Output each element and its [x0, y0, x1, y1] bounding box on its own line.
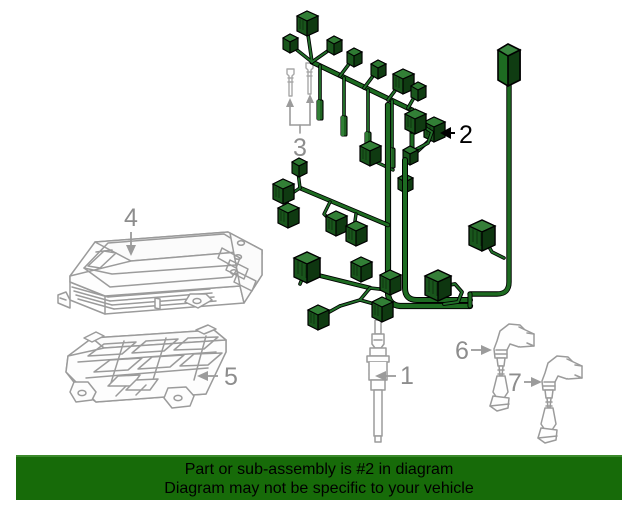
callout-label-1: 1: [400, 362, 414, 390]
harness-connector-lower-a: [293, 251, 321, 284]
callout-leader-1: [375, 371, 396, 381]
harness-connector-lower-c: [350, 256, 373, 283]
callout-leader-5: [197, 371, 218, 381]
harness-connector-lower-e: [379, 269, 402, 296]
part-engine-control-module[interactable]: [57, 231, 263, 315]
harness-connector-lower-d: [371, 296, 394, 323]
callout-leader-7: [524, 377, 542, 387]
parts-diagram-canvas: 1 2 3 4 5 6 7: [57, 10, 583, 444]
harness-connector-lower-b: [307, 304, 330, 331]
callout-label-6: 6: [455, 337, 469, 365]
callout-leader-2: [440, 127, 455, 139]
callout-label-7: 7: [508, 369, 522, 397]
notice-line-2: Diagram may not be specific to your vehi…: [164, 479, 474, 497]
harness-connector-mid-b: [359, 140, 382, 167]
part-terminal-pins[interactable]: [286, 62, 314, 97]
callout-arrow-3b: [306, 94, 314, 103]
part-ecm-bracket[interactable]: [65, 324, 227, 409]
part-wiring-harness[interactable]: [272, 10, 522, 331]
callout-label-5: 5: [224, 363, 238, 391]
harness-connector-left-d: [325, 210, 348, 237]
harness-connector-left-b: [272, 178, 295, 205]
callout-leader-4: [126, 232, 136, 256]
callout-leader-3: [289, 99, 311, 134]
callout-label-2: 2: [459, 121, 473, 149]
harness-connector-loop-a: [404, 108, 427, 135]
harness-pin-stubs: [316, 99, 396, 169]
harness-connector-left-c: [277, 202, 300, 229]
notice-banner: Part or sub-assembly is #2 in diagram Di…: [16, 455, 622, 500]
harness-connector-left-e: [345, 220, 368, 247]
harness-connector-right-mid: [468, 219, 496, 252]
harness-connector-loop-b: [424, 269, 452, 302]
callout-leader-6: [471, 345, 492, 355]
notice-line-1: Part or sub-assembly is #2 in diagram: [184, 460, 454, 478]
callout-label-3: 3: [293, 134, 307, 162]
part-glow-plug[interactable]: [366, 319, 390, 443]
harness-main-connector-head: [496, 43, 522, 88]
callout-label-4: 4: [124, 204, 138, 232]
part-crankshaft-position-sensor[interactable]: [537, 355, 583, 444]
callout-arrow-3a: [286, 98, 294, 107]
part-camshaft-position-sensor[interactable]: [489, 323, 535, 412]
